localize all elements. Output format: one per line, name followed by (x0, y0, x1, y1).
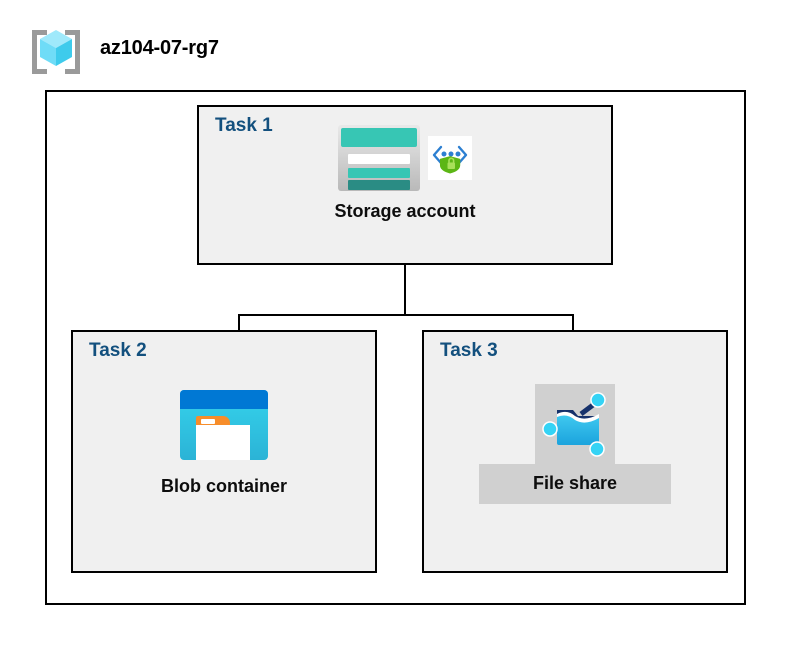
file-share-icon (535, 384, 615, 464)
blob-container-node[interactable]: Blob container (73, 390, 375, 497)
bracket-right-icon (65, 30, 80, 74)
task-1-label: Task 1 (215, 115, 273, 136)
resource-group-cube-icon (30, 26, 82, 74)
task-1-box[interactable]: Task 1 (197, 105, 613, 265)
storage-row-white (348, 154, 410, 164)
secure-api-endpoint-icon (428, 136, 472, 180)
task-3-box[interactable]: Task 3 (422, 330, 728, 573)
blob-container-icon (180, 390, 268, 460)
storage-row-dark-teal (348, 180, 410, 190)
blob-document (196, 425, 250, 460)
task-2-label: Task 2 (89, 340, 147, 361)
file-share-node[interactable]: File share (424, 384, 726, 504)
bracket-left-icon (32, 30, 47, 74)
storage-account-caption: Storage account (334, 201, 476, 221)
file-share-caption: File share (478, 464, 672, 504)
page-title: az104-07-rg7 (100, 36, 219, 59)
blob-container-caption: Blob container (160, 476, 287, 496)
resource-group-header: az104-07-rg7 (30, 26, 219, 74)
connector-storage-to-bus (404, 265, 406, 316)
task-2-box[interactable]: Task 2 Blob container (71, 330, 377, 573)
blob-title-bar (180, 390, 268, 409)
storage-row-teal (348, 168, 410, 178)
storage-account-node[interactable]: Storage account (199, 125, 611, 222)
storage-account-icon-group (338, 125, 472, 191)
task-3-label: Task 3 (440, 340, 498, 361)
connector-horizontal-bus (238, 314, 574, 316)
storage-account-icon (338, 125, 420, 191)
storage-header-bar (341, 128, 417, 147)
